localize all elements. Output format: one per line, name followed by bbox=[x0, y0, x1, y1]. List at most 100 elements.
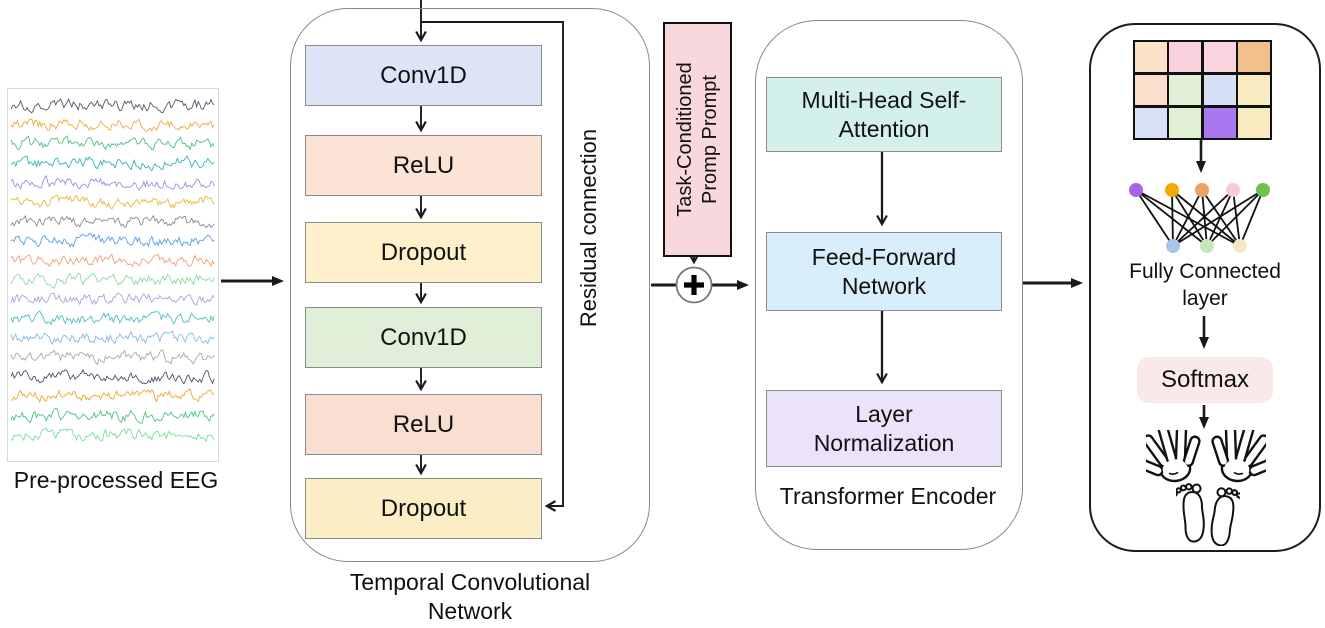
transformer-title: Transformer Encoder bbox=[779, 483, 997, 509]
softmax-label: Softmax bbox=[1160, 366, 1250, 393]
grid-cell bbox=[1203, 107, 1236, 138]
eeg-trace bbox=[10, 253, 215, 268]
fc-input-node bbox=[1195, 183, 1209, 197]
prompt-label-line1: Task-Conditioned bbox=[674, 62, 697, 217]
fc-edge bbox=[1172, 189, 1234, 247]
eeg-trace bbox=[10, 174, 215, 191]
eeg-trace bbox=[10, 310, 215, 326]
fully-connected-graph bbox=[1129, 183, 1270, 253]
residual-connection-label: Residual connection bbox=[576, 128, 601, 328]
grid-cell bbox=[1169, 74, 1202, 106]
eeg-trace bbox=[10, 388, 215, 404]
grid-cell bbox=[1169, 107, 1202, 138]
feature-map-grid bbox=[1133, 40, 1272, 140]
tcn-title-line2: Network bbox=[427, 597, 513, 624]
tcn-layer-label: ReLU bbox=[392, 410, 455, 438]
tcn-title-line1: Temporal Convolutional bbox=[349, 569, 591, 595]
eeg-trace bbox=[10, 368, 215, 385]
layer-normalization-box: Layer Normalization bbox=[766, 390, 1002, 467]
eeg-label: Pre-processed EEG bbox=[13, 467, 219, 493]
eeg-signal-panel bbox=[7, 88, 219, 462]
multi-head-self-attention-box: Multi-Head Self- Attention bbox=[766, 77, 1002, 152]
fc-edge bbox=[1135, 189, 1208, 247]
fc-edge bbox=[1206, 189, 1234, 247]
fc-edge bbox=[1171, 189, 1174, 247]
tcn-layer-conv1d-1: Conv1D bbox=[305, 45, 542, 106]
eeg-trace bbox=[10, 118, 215, 132]
eeg-trace bbox=[10, 427, 215, 443]
right-foot-icon bbox=[1210, 487, 1240, 546]
feet-output-icons bbox=[1176, 483, 1240, 546]
left-hand-icon bbox=[1146, 430, 1201, 483]
fc-input-node bbox=[1226, 183, 1240, 197]
fc-edge bbox=[1239, 189, 1264, 247]
sum-node bbox=[675, 266, 713, 304]
fc-input-node bbox=[1256, 183, 1270, 197]
fc-edge bbox=[1172, 189, 1203, 247]
grid-cell bbox=[1203, 74, 1236, 106]
fully-connected-label: Fully Connected layer bbox=[1105, 258, 1305, 313]
eeg-traces bbox=[10, 97, 215, 443]
right-hand-icon bbox=[1211, 430, 1266, 483]
block-label-line2: Network bbox=[841, 272, 927, 299]
block-label-line1: Layer bbox=[855, 400, 913, 427]
fc-edge bbox=[1232, 189, 1241, 247]
tcn-layer-dropout-1: Dropout bbox=[305, 222, 542, 283]
grid-cell bbox=[1135, 74, 1167, 106]
grid-cell bbox=[1203, 42, 1236, 73]
eeg-trace bbox=[10, 407, 215, 424]
tcn-layer-label: ReLU bbox=[392, 151, 455, 179]
fc-edge bbox=[1171, 189, 1241, 247]
eeg-trace bbox=[10, 97, 215, 114]
eeg-trace bbox=[10, 135, 215, 151]
tcn-layer-label: Dropout bbox=[380, 494, 467, 522]
block-label-line1: Multi-Head Self- bbox=[801, 86, 967, 113]
eeg-trace bbox=[10, 330, 215, 346]
tcn-layer-relu-2: ReLU bbox=[305, 394, 542, 455]
fc-label-line2: layer bbox=[1182, 287, 1228, 311]
fc-input-node bbox=[1129, 183, 1143, 197]
fc-edge bbox=[1201, 189, 1208, 247]
block-label-line1: Feed-Forward bbox=[811, 243, 957, 270]
tcn-title: Temporal Convolutional Network bbox=[320, 568, 620, 626]
feed-forward-network-box: Feed-Forward Network bbox=[766, 232, 1002, 311]
fc-output-node bbox=[1166, 239, 1180, 253]
fc-edge bbox=[1135, 189, 1174, 247]
fc-edge bbox=[1172, 189, 1264, 247]
fc-label-line1: Fully Connected bbox=[1129, 260, 1281, 283]
tcn-layer-label: Conv1D bbox=[380, 61, 467, 89]
grid-cell bbox=[1238, 42, 1270, 73]
classification-head-container bbox=[1089, 23, 1321, 552]
block-label-line2: Attention bbox=[838, 115, 930, 142]
grid-cell bbox=[1135, 42, 1167, 73]
eeg-trace bbox=[10, 194, 215, 210]
grid-cell bbox=[1238, 107, 1270, 138]
grid-cell bbox=[1238, 74, 1270, 106]
softmax-box: Softmax bbox=[1137, 357, 1273, 403]
task-conditioned-prompt-label: Task-Conditioned Promp Prompt bbox=[665, 24, 730, 255]
tcn-layer-conv1d-2: Conv1D bbox=[305, 307, 542, 368]
tcn-container bbox=[290, 8, 650, 562]
grid-cell bbox=[1135, 107, 1167, 138]
eeg-trace bbox=[10, 214, 215, 229]
residual-connection-arrow bbox=[421, 21, 564, 506]
eeg-trace bbox=[10, 349, 215, 366]
grid-cell bbox=[1169, 42, 1202, 73]
block-label-line2: Normalization bbox=[813, 429, 955, 456]
transformer-container bbox=[755, 20, 1023, 550]
fc-edge bbox=[1201, 189, 1241, 247]
tcn-layer-dropout-2: Dropout bbox=[305, 478, 542, 539]
plus-icon bbox=[684, 275, 704, 295]
eeg-trace bbox=[10, 272, 215, 289]
eeg-trace bbox=[10, 155, 215, 172]
eeg-trace bbox=[10, 232, 215, 248]
fc-edge bbox=[1206, 189, 1264, 247]
tcn-layer-relu-1: ReLU bbox=[305, 135, 542, 196]
prompt-label-line2: Promp Prompt bbox=[698, 75, 721, 204]
fc-output-node bbox=[1233, 239, 1247, 253]
left-foot-icon bbox=[1176, 483, 1205, 543]
eeg-trace bbox=[10, 292, 215, 306]
fc-output-node bbox=[1200, 239, 1214, 253]
